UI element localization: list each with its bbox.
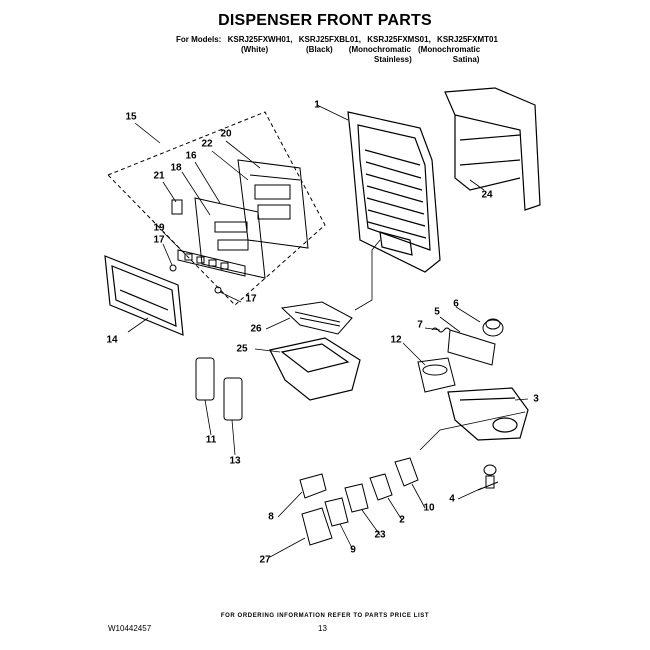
screw-part [214, 286, 222, 294]
callout-10: 10 [423, 502, 435, 514]
callout-14: 14 [106, 334, 118, 346]
side-panel-part [444, 87, 541, 211]
callout-18: 18 [170, 162, 182, 174]
drip-tray-part [269, 337, 361, 401]
callout-7: 7 [417, 319, 423, 331]
variant-line: (Monochromatic [418, 45, 481, 54]
callout-24: 24 [481, 189, 493, 201]
variant-black: (Black) [306, 45, 333, 55]
subassembly-outline [107, 111, 326, 306]
variant-line: (Black) [306, 45, 333, 54]
variant-line: (White) [241, 45, 269, 54]
page-number: 13 [318, 624, 327, 633]
light-lens-part [195, 357, 215, 401]
callout-22: 22 [201, 138, 213, 150]
paddle-pad-part [324, 497, 349, 527]
small-paddle-part [344, 483, 369, 513]
callout-9: 9 [350, 544, 356, 556]
variant-line: Satina) [452, 55, 480, 64]
user-interface-board-part [194, 197, 266, 279]
document-number: W10442457 [108, 624, 152, 633]
model-number: KSRJ25FXBL01, [298, 35, 361, 44]
callout-17: 17 [153, 234, 165, 246]
clip-part [171, 199, 183, 215]
screw-part [169, 264, 177, 272]
front-bezel-part [104, 255, 184, 336]
callout-20: 20 [220, 128, 232, 140]
callout-1: 1 [314, 99, 320, 111]
paddle-cover-part [301, 507, 333, 546]
callout-25: 25 [236, 343, 248, 355]
actuator-housing-part [447, 387, 529, 441]
control-bracket-part [237, 159, 309, 249]
lever-part [299, 473, 327, 499]
callout-16: 16 [185, 150, 197, 162]
callout-4: 4 [449, 493, 455, 505]
model-number: KSRJ25FXMT01 [437, 35, 498, 44]
paddle-pad-part [369, 473, 393, 501]
duct-part [417, 357, 456, 393]
paddle-part [394, 457, 419, 487]
callout-26: 26 [250, 323, 262, 335]
variant-line: Stainless) [374, 55, 412, 64]
callout-8: 8 [268, 511, 274, 523]
light-lens-part [223, 377, 243, 421]
models-prefix: For Models: [176, 35, 222, 44]
variant-mono-stainless: (Monochromatic Stainless) [348, 45, 412, 65]
models-line: For Models: KSRJ25FXWH01, KSRJ25FXBL01, … [176, 35, 502, 44]
page-title: DISPENSER FRONT PARTS [218, 12, 432, 29]
callout-23: 23 [374, 529, 386, 541]
solenoid-part [477, 464, 499, 491]
button-strip-part [177, 249, 246, 277]
variant-line: (Monochromatic [348, 45, 412, 54]
knob-part [482, 318, 504, 337]
callout-19: 19 [153, 222, 165, 234]
callout-6: 6 [453, 298, 459, 310]
callout-12: 12 [390, 334, 402, 346]
model-number: KSRJ25FXWH01, [227, 35, 293, 44]
grille-part [280, 301, 353, 335]
spring-part [431, 327, 451, 333]
variant-white: (White) [241, 45, 268, 55]
leader-lines [127, 104, 529, 558]
callout-15: 15 [125, 111, 137, 123]
callout-17: 17 [245, 293, 257, 305]
callout-3: 3 [533, 393, 539, 405]
switch-block-part [447, 329, 496, 366]
callout-11: 11 [205, 434, 217, 446]
dispenser-housing-part [347, 111, 441, 273]
callout-2: 2 [399, 514, 405, 526]
variant-mono-satina: (Monochromatic Satina) [418, 45, 480, 65]
ordering-note: FOR ORDERING INFORMATION REFER TO PARTS … [220, 613, 430, 619]
callout-5: 5 [434, 306, 440, 318]
model-number: KSRJ25FXMS01, [367, 35, 431, 44]
callout-21: 21 [153, 170, 165, 182]
callout-27: 27 [259, 554, 271, 566]
callout-13: 13 [229, 455, 241, 467]
